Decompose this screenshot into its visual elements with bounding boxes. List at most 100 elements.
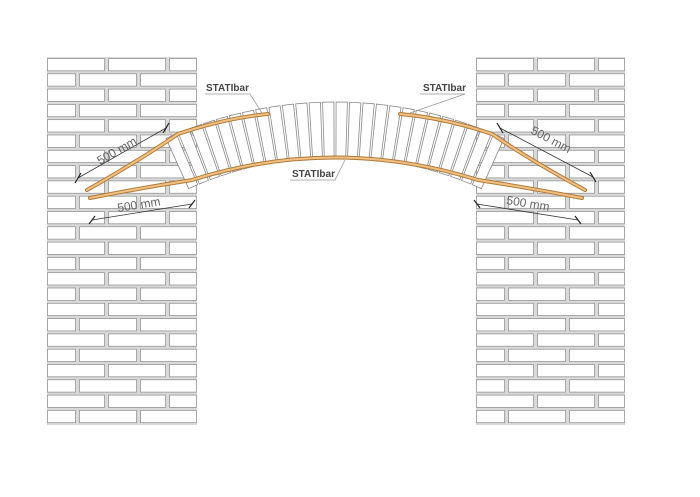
brick: [47, 88, 105, 102]
brick: [47, 149, 105, 163]
brick: [108, 394, 166, 408]
brick: [169, 88, 197, 102]
brick: [476, 394, 534, 408]
brick: [79, 104, 137, 118]
brick: [508, 287, 566, 301]
brick: [79, 379, 137, 393]
brick: [476, 211, 534, 225]
label-leaders: [205, 93, 466, 181]
brick: [537, 58, 595, 72]
voussoir-brick: [416, 112, 442, 170]
brick: [47, 272, 105, 286]
brick: [169, 211, 197, 225]
brick: [140, 379, 197, 393]
brick: [598, 88, 625, 102]
brick: [476, 195, 505, 209]
brick: [508, 410, 566, 424]
brick: [169, 272, 197, 286]
brick: [598, 272, 625, 286]
brick: [537, 364, 595, 378]
brick: [140, 73, 197, 87]
brick: [108, 272, 166, 286]
brick: [47, 394, 105, 408]
brick: [476, 333, 534, 347]
brick: [476, 88, 534, 102]
brick: [47, 318, 76, 332]
brick: [47, 257, 76, 271]
brick: [598, 58, 625, 72]
brick: [476, 257, 505, 271]
voussoir-brick: [335, 101, 348, 158]
brick: [569, 104, 625, 118]
brick: [537, 241, 595, 255]
brick: [47, 287, 76, 301]
brick-arch-voussoirs: [165, 101, 505, 190]
brick: [508, 73, 566, 87]
brick: [79, 287, 137, 301]
brick: [598, 302, 625, 316]
brick: [598, 119, 625, 133]
brick: [108, 241, 166, 255]
brick: [476, 410, 505, 424]
brick: [598, 211, 625, 225]
statibar-label-left: STATIbar: [206, 83, 249, 94]
brick: [476, 379, 505, 393]
voussoir-brick: [308, 101, 323, 159]
brick: [598, 333, 625, 347]
brick: [47, 104, 76, 118]
dimension-left-lower: 500 mm: [116, 194, 161, 215]
brick: [79, 226, 137, 240]
brick: [169, 364, 197, 378]
brick: [108, 119, 166, 133]
brick: [140, 287, 197, 301]
statibar-lower-core: [89, 156, 583, 199]
brick: [108, 211, 166, 225]
brick: [508, 379, 566, 393]
dimension-ticks: [74, 122, 597, 225]
brick: [476, 348, 505, 362]
voussoir-brick: [322, 101, 335, 158]
brick: [79, 318, 137, 332]
brick: [169, 241, 197, 255]
brick: [47, 226, 76, 240]
brick: [140, 410, 197, 424]
brick: [476, 119, 534, 133]
brick: [569, 257, 625, 271]
brick: [598, 241, 625, 255]
brick: [47, 134, 76, 148]
brick: [476, 58, 534, 72]
brick: [537, 272, 595, 286]
brick: [79, 410, 137, 424]
brick: [169, 394, 197, 408]
brick: [476, 73, 505, 87]
brick: [47, 379, 76, 393]
statibar-label-bottom: STATIbar: [292, 169, 335, 180]
dimension-right-lower: 500 mm: [506, 193, 551, 214]
brick: [508, 226, 566, 240]
brick: [169, 58, 197, 72]
pier-mortar: [476, 57, 625, 425]
brick: [108, 302, 166, 316]
brick: [476, 287, 505, 301]
brick: [47, 211, 105, 225]
voussoir-brick: [203, 119, 232, 177]
right-brick-pier: [476, 57, 625, 425]
brick: [47, 58, 105, 72]
brick: [476, 241, 534, 255]
brick: [47, 410, 76, 424]
brick: [537, 211, 595, 225]
voussoir-brick: [347, 101, 362, 159]
brick: [476, 364, 534, 378]
brick: [569, 165, 625, 179]
brick: [79, 257, 137, 271]
brick: [140, 257, 197, 271]
brick: [47, 165, 76, 179]
pier-mortar: [47, 57, 197, 425]
brick: [598, 180, 625, 194]
brick: [508, 348, 566, 362]
brick: [47, 333, 105, 347]
brick: [140, 226, 197, 240]
brick: [508, 104, 566, 118]
brick: [537, 302, 595, 316]
brick: [476, 272, 534, 286]
